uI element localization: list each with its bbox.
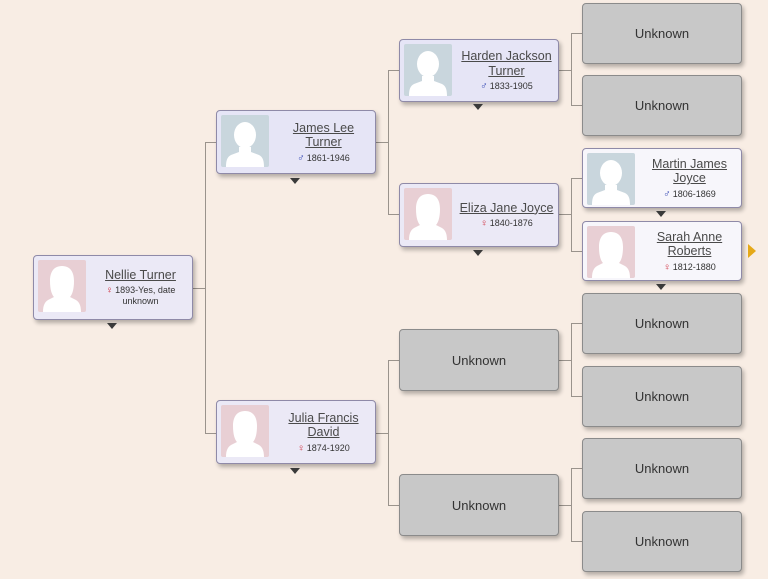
male-symbol-icon: ♂ bbox=[663, 188, 671, 200]
connector-line bbox=[571, 33, 572, 106]
male-avatar-icon bbox=[587, 153, 635, 205]
unknown-person-card[interactable]: Unknown bbox=[582, 293, 742, 354]
dates-text: 1840-1876 bbox=[489, 218, 533, 229]
connector-line bbox=[376, 142, 389, 143]
unknown-label: Unknown bbox=[451, 352, 507, 368]
person-name-link[interactable]: Nellie Turner bbox=[105, 267, 176, 282]
person-card-julia-francis-david[interactable]: Julia Francis David ♀1874-1920 bbox=[216, 400, 376, 464]
connector-line bbox=[571, 323, 583, 324]
unknown-person-card[interactable]: Unknown bbox=[582, 3, 742, 64]
person-dates: ♀1812-1880 bbox=[663, 262, 716, 273]
connector-line bbox=[571, 468, 583, 469]
person-card-eliza-jane-joyce[interactable]: Eliza Jane Joyce ♀1840-1876 bbox=[399, 183, 559, 247]
female-symbol-icon: ♀ bbox=[480, 218, 488, 230]
unknown-person-card[interactable]: Unknown bbox=[582, 75, 742, 136]
expand-arrow-icon[interactable] bbox=[656, 211, 666, 217]
unknown-label: Unknown bbox=[634, 534, 690, 549]
expand-arrow-icon[interactable] bbox=[107, 323, 117, 329]
connector-line bbox=[388, 214, 400, 215]
expand-arrow-icon[interactable] bbox=[473, 104, 483, 110]
connector-line bbox=[571, 541, 583, 542]
connector-line bbox=[205, 142, 217, 143]
person-card-nellie-turner[interactable]: Nellie Turner ♀1893-Yes, date unknown bbox=[33, 255, 193, 320]
unknown-person-card[interactable]: Unknown bbox=[582, 511, 742, 572]
dates-text: 1812-1880 bbox=[672, 261, 716, 272]
person-name-link[interactable]: Harden Jackson Turner bbox=[461, 49, 552, 78]
person-name-link[interactable]: Sarah Anne Roberts bbox=[656, 229, 723, 259]
person-card-martin-james-joyce[interactable]: Martin James Joyce ♂1806-1869 bbox=[582, 148, 742, 208]
next-generation-arrow-icon[interactable] bbox=[748, 244, 756, 258]
person-name-link[interactable]: James Lee Turner bbox=[292, 120, 355, 150]
person-name-link[interactable]: Eliza Jane Joyce bbox=[459, 200, 554, 215]
connector-line bbox=[376, 433, 389, 434]
unknown-person-card[interactable]: Unknown bbox=[582, 366, 742, 427]
connector-line bbox=[571, 33, 583, 34]
male-symbol-icon: ♂ bbox=[480, 81, 488, 92]
connector-line bbox=[388, 360, 389, 506]
connector-line bbox=[571, 396, 583, 397]
male-avatar-icon bbox=[404, 44, 452, 96]
connector-line bbox=[571, 178, 583, 179]
expand-arrow-icon[interactable] bbox=[473, 250, 483, 256]
person-dates: ♂1806-1869 bbox=[663, 189, 716, 200]
unknown-label: Unknown bbox=[634, 98, 690, 113]
female-avatar-icon bbox=[587, 226, 635, 278]
connector-line bbox=[388, 360, 400, 361]
person-card-james-lee-turner[interactable]: James Lee Turner ♂1861-1946 bbox=[216, 110, 376, 174]
connector-line bbox=[388, 70, 389, 215]
female-avatar-icon bbox=[221, 405, 269, 457]
connector-line bbox=[571, 251, 583, 252]
expand-arrow-icon[interactable] bbox=[656, 284, 666, 290]
connector-line bbox=[559, 505, 572, 506]
unknown-label: Unknown bbox=[451, 497, 507, 513]
dates-text: 1861-1946 bbox=[306, 152, 350, 163]
connector-line bbox=[559, 214, 572, 215]
unknown-label: Unknown bbox=[634, 26, 690, 41]
connector-line bbox=[571, 178, 572, 252]
connector-line bbox=[559, 70, 572, 71]
female-symbol-icon: ♀ bbox=[105, 285, 114, 297]
unknown-person-card[interactable]: Unknown bbox=[399, 329, 559, 391]
expand-arrow-icon[interactable] bbox=[290, 178, 300, 184]
person-card-harden-jackson-turner[interactable]: Harden Jackson Turner ♂1833-1905 bbox=[399, 39, 559, 102]
person-dates: ♀1840-1876 bbox=[480, 218, 533, 229]
unknown-label: Unknown bbox=[634, 316, 690, 331]
person-dates: ♂1861-1946 bbox=[297, 153, 350, 164]
dates-text: 1874-1920 bbox=[306, 442, 350, 453]
person-name-link[interactable]: Julia Francis David bbox=[288, 410, 359, 440]
connector-line bbox=[571, 323, 572, 397]
person-name-link[interactable]: Martin James Joyce bbox=[651, 156, 728, 186]
connector-line bbox=[205, 433, 217, 434]
connector-line bbox=[205, 142, 206, 434]
person-dates: ♀1893-Yes, date unknown bbox=[92, 285, 189, 307]
female-symbol-icon: ♀ bbox=[297, 442, 305, 454]
unknown-person-card[interactable]: Unknown bbox=[582, 438, 742, 499]
connector-line bbox=[388, 70, 400, 71]
female-symbol-icon: ♀ bbox=[663, 261, 671, 273]
unknown-person-card[interactable]: Unknown bbox=[399, 474, 559, 536]
connector-line bbox=[388, 505, 400, 506]
unknown-label: Unknown bbox=[634, 461, 690, 476]
dates-text: 1806-1869 bbox=[672, 188, 716, 199]
female-avatar-icon bbox=[38, 260, 86, 312]
dates-text: 1893-Yes, date unknown bbox=[115, 285, 176, 307]
connector-line bbox=[571, 468, 572, 542]
unknown-label: Unknown bbox=[634, 389, 690, 404]
female-avatar-icon bbox=[404, 188, 452, 240]
connector-line bbox=[193, 288, 206, 289]
connector-line bbox=[571, 105, 583, 106]
expand-arrow-icon[interactable] bbox=[290, 468, 300, 474]
person-card-sarah-anne-roberts[interactable]: Sarah Anne Roberts ♀1812-1880 bbox=[582, 221, 742, 281]
male-symbol-icon: ♂ bbox=[297, 152, 305, 164]
dates-text: 1833-1905 bbox=[489, 81, 533, 91]
person-dates: ♂1833-1905 bbox=[480, 81, 533, 92]
connector-line bbox=[559, 360, 572, 361]
male-avatar-icon bbox=[221, 115, 269, 167]
person-dates: ♀1874-1920 bbox=[297, 443, 350, 454]
